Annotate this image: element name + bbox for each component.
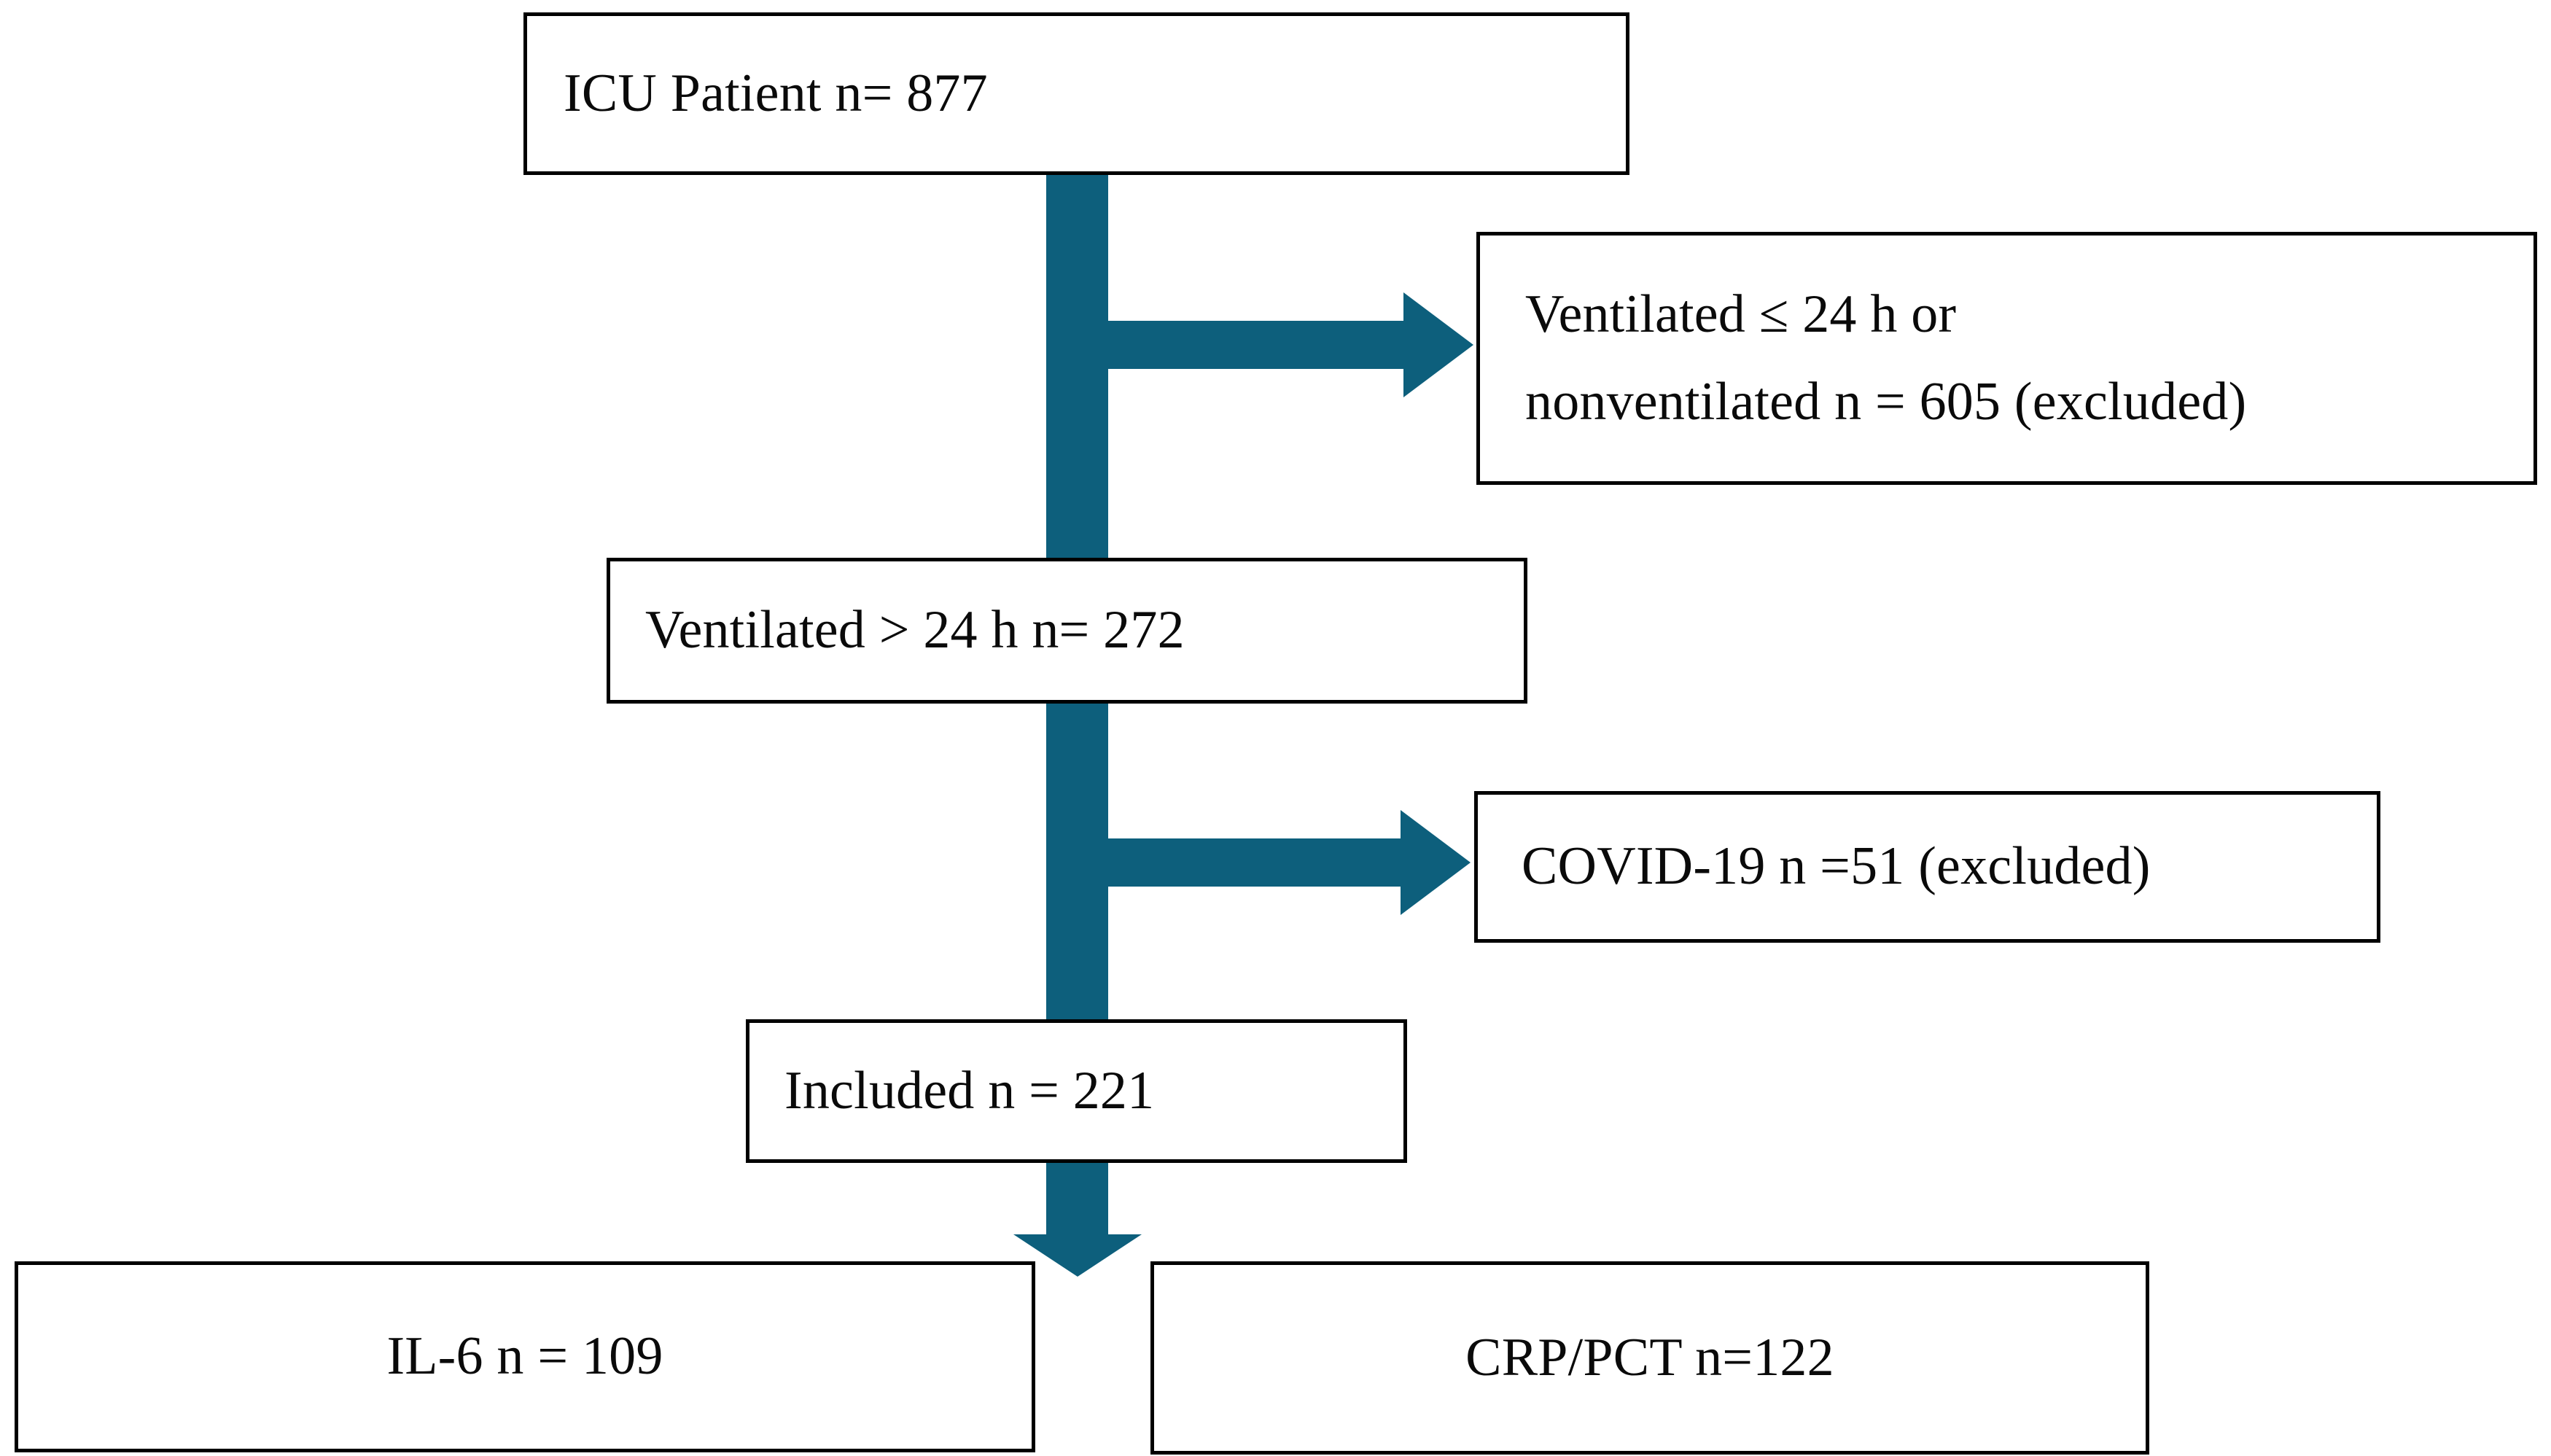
arrow-shaft xyxy=(1046,838,1408,887)
node-icu-patients-label: ICU Patient n= 877 xyxy=(564,63,988,123)
trunk-segment-included-to-outcomes xyxy=(1046,1156,1108,1236)
node-ventilated-over-24h: Ventilated > 24 h n= 272 xyxy=(607,558,1527,704)
arrow-head xyxy=(1401,810,1471,915)
node-excluded-ventilated-24h: Ventilated ≤ 24 h or nonventilated n = 6… xyxy=(1476,232,2537,485)
node-icu-patients: ICU Patient n= 877 xyxy=(523,12,1629,175)
node-outcome-il6: IL-6 n = 109 xyxy=(15,1261,1035,1452)
node-excluded-ventilated-24h-label: Ventilated ≤ 24 h or nonventilated n = 6… xyxy=(1525,284,2247,432)
arrow-head xyxy=(1403,292,1473,397)
node-outcome-crp-pct: CRP/PCT n=122 xyxy=(1150,1261,2149,1455)
node-ventilated-over-24h-label: Ventilated > 24 h n= 272 xyxy=(645,600,1185,661)
node-outcome-il6-label: IL-6 n = 109 xyxy=(386,1326,663,1387)
node-included: Included n = 221 xyxy=(746,1019,1407,1163)
node-excluded-covid19-label: COVID-19 n =51 (excluded) xyxy=(1522,836,2151,897)
arrow-shaft xyxy=(1046,321,1411,369)
node-included-label: Included n = 221 xyxy=(784,1060,1155,1121)
node-outcome-crp-pct-label: CRP/PCT n=122 xyxy=(1465,1327,1834,1387)
node-excluded-covid19: COVID-19 n =51 (excluded) xyxy=(1474,791,2380,943)
